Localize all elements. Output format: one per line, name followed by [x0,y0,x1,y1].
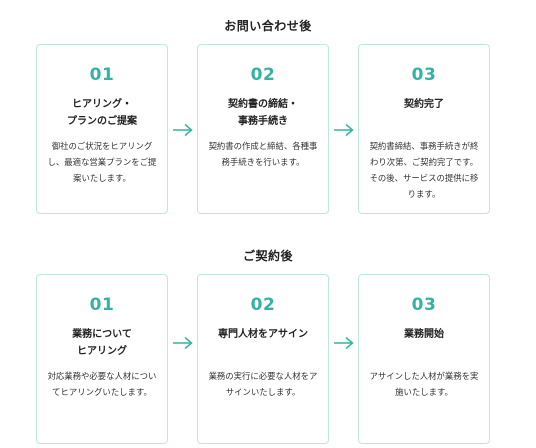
step-number: 01 [89,65,115,85]
step-card-hearing-proposal: 01 ヒアリング・ プランのご提案 御社のご状況をヒアリング し、最適な営業プラ… [36,44,168,214]
arrow-right-icon [333,123,355,137]
step-title: 専門人材をアサイン [218,329,308,340]
steps-row-after-contract: 01 業務について ヒアリング 対応業務や必要な人材につい てヒアリングいたしま… [36,274,492,448]
step-card-assign-specialists: 02 専門人材をアサイン 業務の実行に必要な人材をア サインいたします。 [197,274,329,444]
arrow-right-icon [172,336,194,350]
step-title: 契約完了 [404,99,444,110]
step-title: 業務について ヒアリング [72,329,132,357]
section-title-after-contract: ご契約後 [242,249,293,263]
arrow-right-icon [333,336,355,350]
step-title: ヒアリング・ プランのご提案 [67,99,137,127]
step-description: 契約書の作成と締結、各種事 務手続きを行います。 [208,141,318,167]
section-title-after-inquiry: お問い合わせ後 [224,19,312,33]
steps-row-after-inquiry: 01 ヒアリング・ プランのご提案 御社のご状況をヒアリング し、最適な営業プラ… [36,44,492,218]
step-title: 業務開始 [404,329,444,340]
step-number: 01 [89,295,115,315]
step-description: 対応業務や必要な人材につい てヒアリングいたします。 [47,371,157,397]
step-number: 02 [250,295,276,315]
step-description: 業務の実行に必要な人材をア サインいたします。 [208,371,318,397]
step-description: 契約書締結、事務手続きが終 わり次第、ご契約完了です。 その後、サービスの提供に… [369,141,479,199]
step-number: 02 [250,65,276,85]
step-number: 03 [411,65,437,85]
arrow-right-icon [172,123,194,137]
step-description: 御社のご状況をヒアリング し、最適な営業プランをご提 案いたします。 [47,141,157,183]
step-description: アサインした人材が業務を実 施いたします。 [369,371,479,397]
step-card-business-hearing: 01 業務について ヒアリング 対応業務や必要な人材につい てヒアリングいたしま… [36,274,168,444]
step-number: 03 [411,295,437,315]
step-title: 契約書の締結・ 事務手続き [228,99,298,127]
step-card-contract-complete: 03 契約完了 契約書締結、事務手続きが終 わり次第、ご契約完了です。 その後、… [358,44,490,214]
step-card-contract-procedures: 02 契約書の締結・ 事務手続き 契約書の作成と締結、各種事 務手続きを行います… [197,44,329,214]
step-card-business-start: 03 業務開始 アサインした人材が業務を実 施いたします。 [358,274,490,444]
